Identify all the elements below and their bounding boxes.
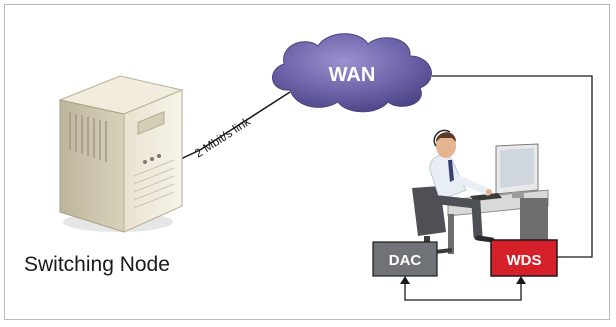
dac-arrowhead [400,276,410,284]
wds-box [490,239,558,277]
switching-node-label: Switching Node [24,253,170,276]
wan-label: WAN [329,64,376,86]
wds-arrowhead [516,276,526,284]
dac-label: DAC [389,252,422,269]
connection-lines [171,75,593,301]
dac-wds-connector [404,280,522,301]
diagram-frame [4,4,610,320]
wan-cloud [272,33,432,113]
wan-wds-link-line [432,75,593,258]
wds-label: WDS [507,252,542,269]
dac-box [372,241,438,277]
server-icon [58,75,184,233]
operator-workstation-illustration [399,129,549,258]
link-speed-label: 2 Mbit/s link [192,114,254,161]
